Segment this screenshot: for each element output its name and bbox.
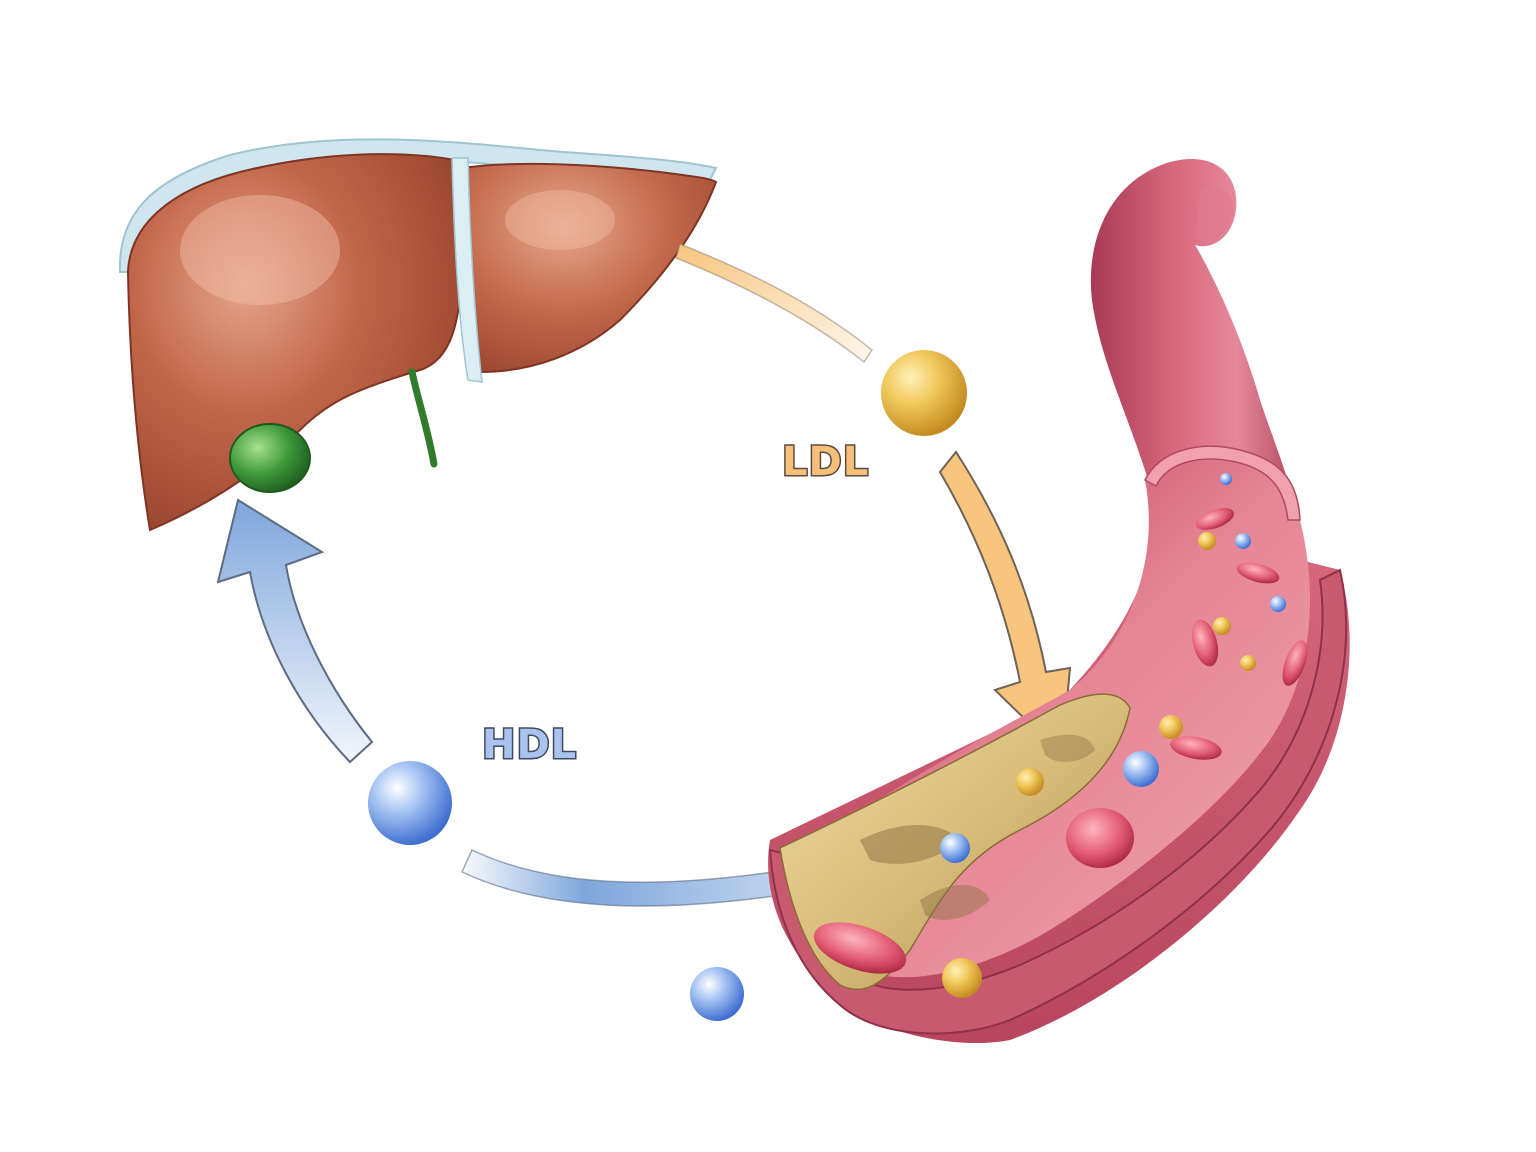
hdl-particle-small [690, 967, 744, 1021]
red-blood-cell [813, 922, 907, 974]
ldl-pathway-arrow [675, 242, 1072, 758]
vessel-contents [813, 473, 1308, 998]
hdl-particle-in-vessel [1220, 473, 1232, 485]
hdl-particle [368, 761, 452, 845]
red-blood-cell [1170, 736, 1222, 760]
ldl-particle-in-vessel [1213, 617, 1231, 635]
hdl-particle-in-vessel [1123, 751, 1159, 787]
liver [118, 138, 718, 532]
ldl-particle-in-vessel [1240, 655, 1256, 671]
bile-duct [408, 368, 438, 468]
ldl-label: LDL [782, 439, 869, 485]
hdl-arrow-upper-segment [216, 498, 374, 764]
red-blood-cell [1066, 808, 1134, 868]
hdl-particle-in-vessel [1270, 596, 1286, 612]
liver-left-lobe [126, 153, 464, 532]
gallbladder [229, 423, 311, 493]
vessel-front-wall [768, 568, 1348, 1035]
blood-vessel [768, 158, 1350, 1044]
red-blood-cell [1191, 619, 1219, 667]
red-blood-cell [1236, 562, 1280, 584]
hdl-particle-in-vessel [1235, 533, 1251, 549]
red-blood-cell [1195, 508, 1235, 530]
ldl-particle [881, 350, 967, 436]
hdl-particle-in-vessel [940, 833, 970, 863]
hdl-arrow-lower-segment [461, 848, 815, 907]
ldl-particle-in-vessel [1159, 715, 1183, 739]
ldl-arrow-upper-segment [675, 242, 874, 364]
falciform-ligament [451, 157, 483, 383]
ldl-particle-in-vessel [942, 958, 982, 998]
ldl-particle-in-vessel [1016, 768, 1044, 796]
hdl-label: HDL [482, 722, 577, 768]
vessel-rim-upper [1144, 445, 1301, 521]
ldl-particle-in-vessel [1198, 532, 1216, 550]
red-blood-cell [1282, 640, 1308, 686]
hdl-pathway-arrow [216, 498, 815, 907]
